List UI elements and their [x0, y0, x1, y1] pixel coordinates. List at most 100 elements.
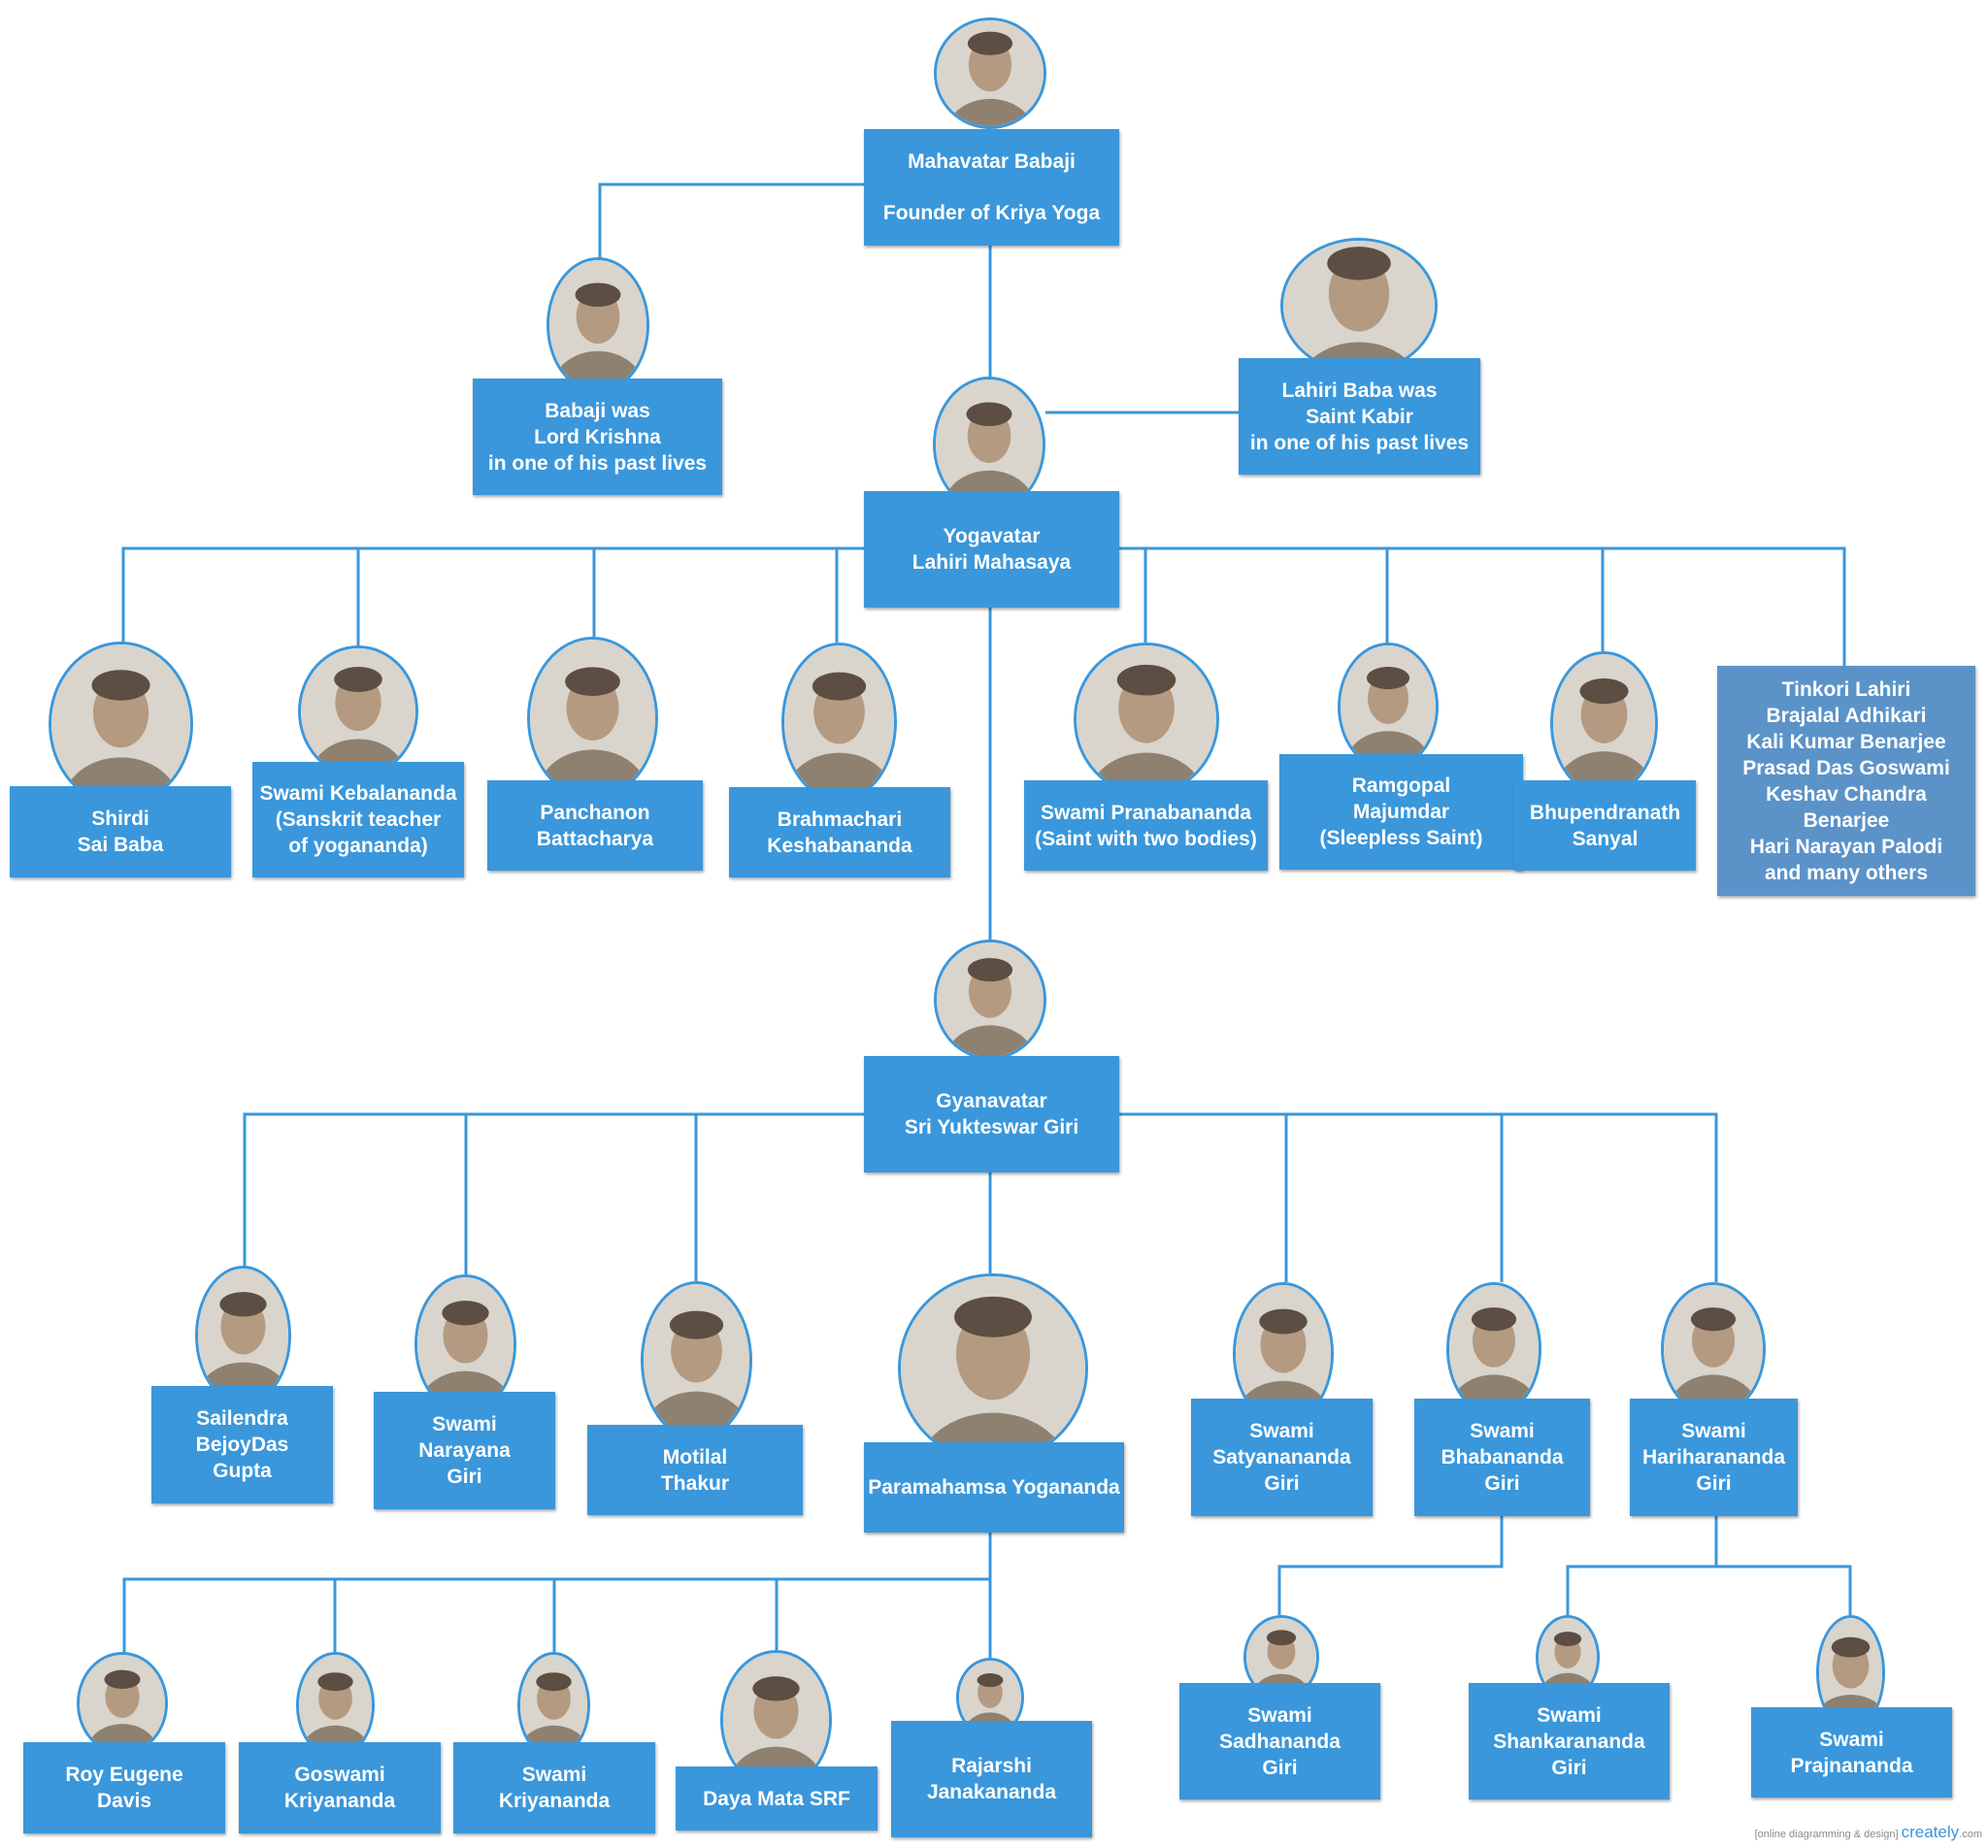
kabir-label-line: in one of his past lives: [1249, 431, 1470, 454]
hariharananda-label-line: Swami: [1681, 1420, 1746, 1442]
connector-line: [121, 546, 864, 642]
bhabananda-label-line: Swami: [1470, 1420, 1535, 1442]
satyananda-label-line: Satyanananda: [1212, 1446, 1351, 1468]
kriyananda-label-line: Kriyananda: [498, 1790, 611, 1812]
watermark-domain: .com: [1959, 1829, 1982, 1840]
shirdi-label-line: Shirdi: [91, 808, 149, 830]
lahiri-label-line: Yogavatar: [943, 525, 1041, 547]
pranabananda-label-line: (Saint with two bodies): [1035, 827, 1257, 850]
connector-line: [864, 1112, 1718, 1282]
roy-label-line: Roy Eugene: [65, 1764, 183, 1786]
narayana-label-line: Swami: [432, 1413, 497, 1436]
connector-line: [598, 182, 864, 281]
lahiri-label-line: Lahiri Mahasaya: [911, 551, 1072, 574]
sadhananda-label-line: Swami: [1247, 1703, 1312, 1727]
krishna-label-line: in one of his past lives: [487, 451, 708, 475]
connector-line: [243, 1112, 864, 1266]
others-label-line: Kali Kumar Benarjee: [1746, 730, 1946, 753]
shirdi-label-line: Sai Baba: [77, 834, 164, 856]
others-label-line: Brajalal Adhikari: [1766, 704, 1927, 727]
kebalananda-label-line: of yogananda): [288, 835, 428, 857]
babaji-label-line: Mahavatar Babaji: [908, 150, 1076, 173]
daya-node: Daya Mata SRF: [676, 1766, 878, 1831]
satyananda-label-line: Swami: [1249, 1420, 1314, 1442]
others-label-line: Prasad Das Goswami: [1742, 756, 1950, 779]
krishna-portrait-icon: [547, 257, 649, 393]
panchanon-label-line: Panchanon: [540, 801, 650, 824]
bhabananda-portrait-icon: [1446, 1282, 1541, 1416]
hariharananda-label-line: Giri: [1696, 1472, 1732, 1495]
motilal-portrait-icon: [641, 1281, 752, 1440]
narayana-label-line: Giri: [447, 1466, 482, 1488]
creately-watermark: [online diagramming & design] creately.c…: [1755, 1823, 1982, 1842]
watermark-brand: creately: [1901, 1823, 1960, 1841]
janakananda-label-line: Rajarshi: [951, 1755, 1032, 1777]
keshabananda-label-line: Keshabananda: [767, 834, 912, 857]
yukteswar-label-line: Gyanavatar: [936, 1090, 1047, 1112]
bhupendranath-label-line: Bhupendranath: [1529, 801, 1681, 824]
bhupendranath-portrait-icon: [1550, 651, 1658, 796]
hariharananda-portrait-icon: [1661, 1282, 1766, 1416]
kabir-label-line: Lahiri Baba was: [1281, 379, 1438, 402]
motilal-label-line: Thakur: [660, 1471, 729, 1495]
motilal-label-line: Motilal: [662, 1445, 728, 1468]
prajnanananda-label-line: Swami: [1819, 1728, 1884, 1751]
yukteswar-label-line: Sri Yukteswar Giri: [904, 1116, 1079, 1138]
others-label-line: Tinkori Lahiri: [1781, 677, 1911, 701]
narayana-label-line: Narayana: [418, 1439, 511, 1462]
kriyananda-portrait-icon: [517, 1652, 590, 1759]
others-label-line: Hari Narayan Palodi: [1749, 835, 1943, 858]
krishna-label-line: Lord Krishna: [534, 425, 661, 448]
yogananda-portrait-icon: [898, 1273, 1088, 1464]
pranabananda-node: Swami Pranabananda(Saint with two bodies…: [1024, 780, 1268, 871]
hariharananda-label-line: Hariharananda: [1641, 1446, 1786, 1468]
janakananda-label-line: Janakananda: [926, 1781, 1057, 1803]
bhabananda-label-line: Giri: [1484, 1472, 1520, 1495]
others-label-line: Keshav Chandra: [1766, 782, 1927, 806]
roy-label-line: Davis: [96, 1790, 152, 1812]
kabir-portrait-icon: [1280, 238, 1438, 374]
ramgopal-label-line: Majumdar: [1352, 801, 1450, 823]
babaji-label-line: Founder of Kriya Yoga: [882, 202, 1101, 224]
sailendra-label-line: Sailendra: [196, 1407, 288, 1430]
pranabananda-portrait-icon: [1074, 643, 1219, 796]
connector-line: [1277, 1516, 1504, 1615]
kebalananda-portrait-icon: [298, 645, 418, 777]
connector-line: [864, 546, 1846, 666]
sailendra-label-line: BejoyDas: [195, 1434, 289, 1456]
sailendra-portrait-icon: [195, 1266, 291, 1405]
prajnanananda-label-line: Prajnananda: [1790, 1754, 1913, 1777]
bhupendranath-label-line: Sanyal: [1572, 827, 1639, 850]
yogananda-node: Paramahamsa Yogananda: [864, 1442, 1124, 1533]
shankarananda-label-line: Giri: [1551, 1756, 1587, 1779]
ramgopal-label-line: (Sleepless Saint): [1319, 827, 1483, 849]
kebalananda-label-line: Swami Kebalananda: [259, 782, 457, 805]
sadhananda-label-line: Sadhananda: [1219, 1730, 1341, 1753]
watermark-tagline: [online diagramming & design]: [1754, 1829, 1899, 1840]
bhabananda-label-line: Bhabananda: [1441, 1446, 1564, 1468]
panchanon-label-line: Battacharya: [536, 827, 654, 850]
shankarananda-label-line: Shankarananda: [1493, 1730, 1645, 1753]
kebalananda-label-line: (Sanskrit teacher: [275, 808, 442, 831]
others-label-line: Benarjee: [1803, 808, 1890, 832]
ramgopal-portrait-icon: [1338, 643, 1439, 771]
kebalananda-node: Swami Kebalananda (Sanskrit teacher of yog…: [252, 762, 464, 877]
sadhananda-label-line: Giri: [1262, 1756, 1298, 1779]
